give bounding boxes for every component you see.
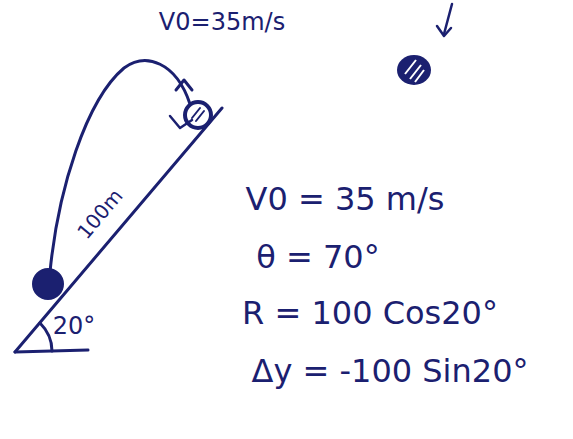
ball (185, 102, 211, 128)
trajectory-path (50, 61, 190, 272)
fall-arrowhead (437, 26, 451, 36)
ball (33, 269, 63, 299)
incline-line (15, 108, 222, 352)
length-label: 100m (73, 185, 127, 243)
velocity-label: V0=35m/s (159, 9, 285, 35)
given-value: Δy = -100 Sin20° (252, 354, 529, 389)
angle-arc (40, 323, 52, 351)
ball-hatching (192, 108, 204, 121)
ball-hatching (405, 60, 424, 82)
given-value: θ = 70° (256, 240, 379, 275)
given-value: V0 = 35 m/s (246, 182, 445, 217)
given-value: R = 100 Cos20° (242, 296, 498, 331)
trajectory-arrowhead (176, 80, 192, 90)
angle-label: 20° (53, 313, 96, 339)
ball (397, 55, 431, 85)
